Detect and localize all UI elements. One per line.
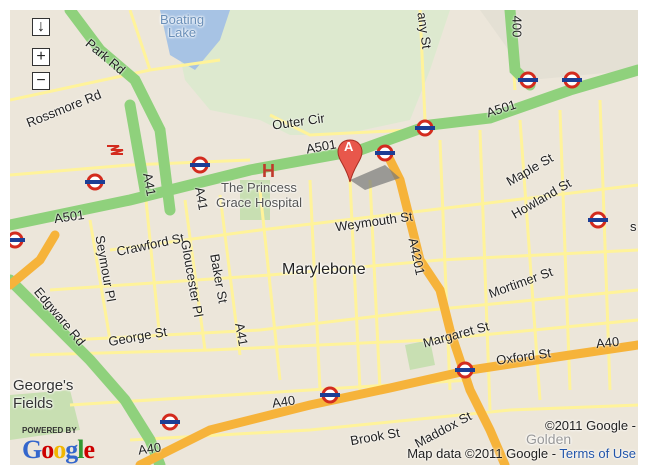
a40-mid-label: A40 xyxy=(271,392,297,411)
tube-station xyxy=(160,413,180,431)
tube-station xyxy=(588,211,608,229)
pan-down-button[interactable]: ↓ xyxy=(32,18,50,36)
a41-label-c: A41 xyxy=(232,321,251,348)
map-data-text: Map data ©2011 Google - xyxy=(407,446,557,461)
small-park-2 xyxy=(405,340,435,370)
zoom-in-button[interactable]: + xyxy=(32,48,50,66)
boating-lake xyxy=(160,10,230,70)
map-data-attribution: Map data ©2011 Google - Terms of Use xyxy=(407,446,636,461)
regents-park xyxy=(170,10,450,135)
a41-label-a: A41 xyxy=(140,171,159,198)
marker-shadow xyxy=(350,165,400,190)
marker-letter[interactable]: A xyxy=(344,139,354,154)
tube-station xyxy=(415,119,435,137)
tube-station xyxy=(518,71,538,89)
tube-stations xyxy=(10,71,608,431)
golden-label: Golden xyxy=(526,431,572,447)
minor-roads xyxy=(10,10,638,442)
zoom-out-button[interactable]: − xyxy=(32,72,50,90)
a501-left-label: A501 xyxy=(53,206,86,227)
a400-label: 400 xyxy=(509,15,525,38)
tube-station xyxy=(320,386,340,404)
map-canvas[interactable]: ↓ + − A H Boating Lake The Princess Grac… xyxy=(10,10,638,465)
tube-station xyxy=(85,173,105,191)
google-logo[interactable]: Google xyxy=(22,435,95,464)
map-tiles xyxy=(10,10,638,465)
rail-icon xyxy=(107,145,124,155)
boating-lake-label: Boating Lake xyxy=(160,12,205,40)
georges-fields-park xyxy=(10,390,80,440)
map-marker-a xyxy=(337,139,363,183)
a40-bottom-label: A40 xyxy=(137,439,163,458)
a40-right-label: A40 xyxy=(595,333,620,352)
marylebone-label: Marylebone xyxy=(282,261,366,278)
major-roads xyxy=(10,10,638,465)
s-fragment-label: s xyxy=(630,219,637,234)
tube-station xyxy=(562,71,582,89)
tube-station xyxy=(10,231,25,249)
a-roads xyxy=(10,145,638,465)
copyright-text: ©2011 Google - xyxy=(544,418,636,433)
north-east-block xyxy=(480,10,638,80)
powered-by-label: POWERED BY xyxy=(22,426,77,435)
princess-grace-label: The Princess Grace Hospital xyxy=(216,180,302,210)
tube-station xyxy=(455,361,475,379)
hospital-icon: H xyxy=(262,161,275,181)
a41-label-b: A41 xyxy=(192,185,211,212)
tube-station xyxy=(375,144,395,162)
terms-of-use-link[interactable]: Terms of Use xyxy=(559,446,636,461)
georges-fields-label: George's Fields xyxy=(13,377,74,412)
tube-station xyxy=(190,156,210,174)
